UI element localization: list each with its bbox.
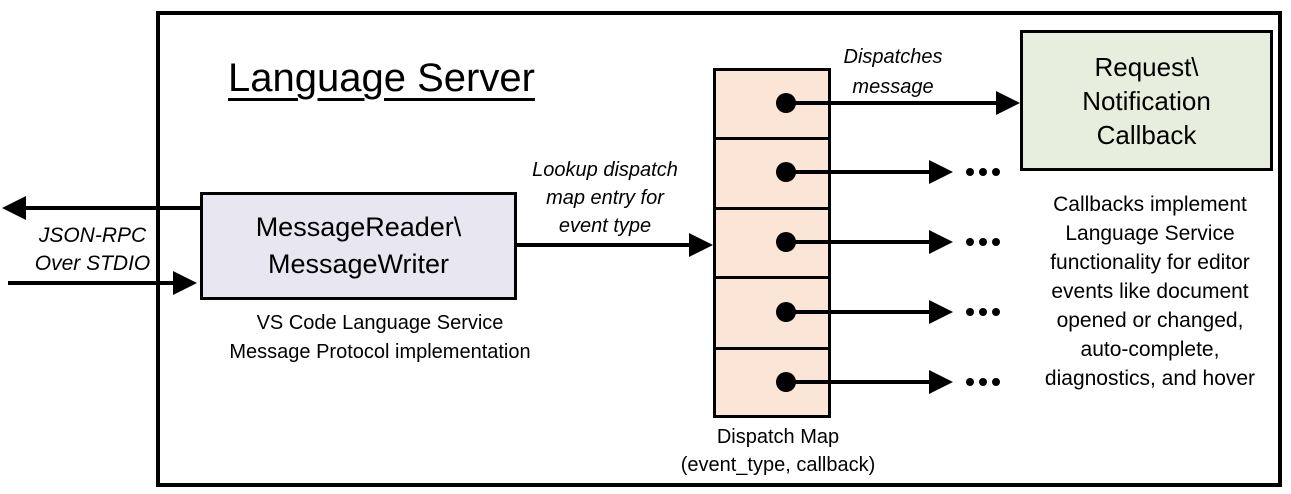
page-title: Language Server — [228, 56, 535, 100]
callbacks-note: Callbacks implement Language Service fun… — [1044, 193, 1256, 390]
ellipsis-dot — [992, 238, 1000, 246]
arrowhead-right-icon — [689, 233, 713, 257]
dispatch-arrow-line — [786, 380, 931, 384]
dispatch-map-caption: Dispatch Map (event_type, callback) — [680, 426, 876, 476]
request-notification-callback-label: Request\ Notification Callback — [1082, 51, 1211, 150]
arrowhead-right-icon — [996, 91, 1020, 115]
jsonrpc-stdio-label: JSON-RPC Over STDIO — [34, 224, 151, 275]
map-divider — [716, 276, 828, 279]
arrowhead-right-icon — [173, 271, 197, 295]
dispatches-message-label: Dispatches message — [843, 46, 943, 98]
request-notification-callback-box: Request\ Notification Callback — [1020, 30, 1273, 171]
ellipsis-dot — [979, 238, 987, 246]
ellipsis-dot — [979, 168, 987, 176]
map-divider — [716, 207, 828, 210]
dispatch-arrow-line — [786, 240, 931, 244]
message-reader-writer-label: MessageReader\ MessageWriter — [255, 212, 462, 279]
ellipsis-icon — [966, 168, 1000, 176]
arrowhead-right-icon — [929, 160, 953, 184]
ellipsis-dot — [979, 378, 987, 386]
message-reader-writer-box: MessageReader\ MessageWriter — [200, 192, 517, 300]
arrowhead-right-icon — [929, 230, 953, 254]
ellipsis-dot — [992, 378, 1000, 386]
lookup-arrow-line — [515, 243, 691, 247]
ellipsis-dot — [966, 168, 974, 176]
message-box-caption: VS Code Language Service Message Protoco… — [229, 312, 531, 363]
language-server-boundary — [156, 11, 1282, 487]
dispatch-arrow-line — [786, 170, 931, 174]
map-divider — [716, 347, 828, 350]
arrowhead-right-icon — [929, 300, 953, 324]
stdio-out-arrow-line — [22, 206, 200, 210]
arrowhead-left-icon — [2, 196, 26, 220]
dispatch-arrow-line — [786, 310, 931, 314]
ellipsis-icon — [966, 238, 1000, 246]
ellipsis-dot — [992, 308, 1000, 316]
ellipsis-dot — [979, 308, 987, 316]
arrowhead-right-icon — [929, 370, 953, 394]
ellipsis-dot — [992, 168, 1000, 176]
dispatch-arrow-line — [786, 101, 998, 105]
map-divider — [716, 137, 828, 140]
ellipsis-dot — [966, 308, 974, 316]
ellipsis-dot — [966, 238, 974, 246]
ellipsis-dot — [966, 378, 974, 386]
lookup-dispatch-label: Lookup dispatch map entry for event type — [532, 159, 678, 237]
ellipsis-icon — [966, 308, 1000, 316]
stdio-in-arrow-line — [8, 281, 174, 285]
ellipsis-icon — [966, 378, 1000, 386]
